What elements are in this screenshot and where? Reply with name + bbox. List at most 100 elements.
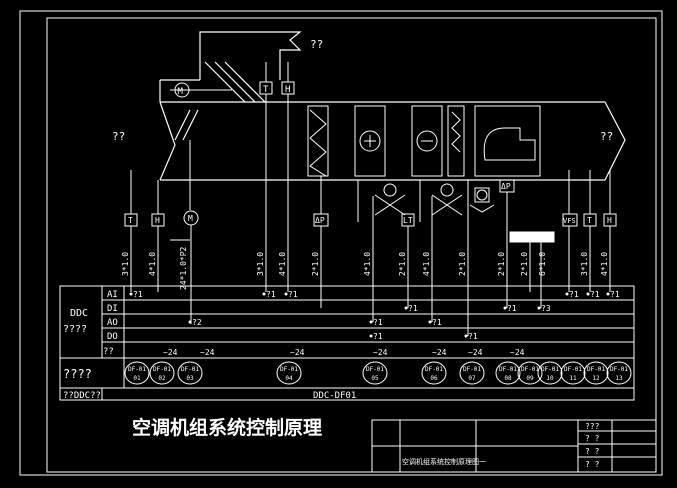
module-row: DF-0101DF-0102DF-0103DF-0104DF-0105DF-01… bbox=[124, 361, 632, 385]
device-h3: H bbox=[607, 216, 612, 225]
module-label: DF-01 bbox=[564, 366, 582, 373]
module-ellipse bbox=[517, 361, 543, 385]
module-number: 03 bbox=[186, 375, 194, 382]
humidifier bbox=[447, 105, 465, 177]
damper-actuator: M T H bbox=[170, 62, 295, 98]
title-cell: ??? bbox=[585, 422, 600, 431]
pwr-mark: ~24 bbox=[290, 348, 305, 357]
wire-label: 3*1.0 bbox=[256, 252, 265, 276]
svg-text:T: T bbox=[263, 85, 269, 95]
module-number: 05 bbox=[371, 375, 379, 382]
wire-label: 2*1.0 bbox=[497, 252, 506, 276]
wire-label: 4*1.0 bbox=[363, 252, 372, 276]
module-ellipse bbox=[276, 361, 302, 385]
row-label-di: DI bbox=[107, 304, 118, 314]
row-label-ao: AO bbox=[107, 318, 118, 328]
ai-mark: ?1 bbox=[610, 290, 620, 299]
wire-labels: 3*1.0 4*1.0 24*1.0*P2 3*1.0 4*1.0 2*1.0 … bbox=[121, 246, 609, 290]
pwr-mark: ~24 bbox=[432, 348, 447, 357]
title-cell: ? ? bbox=[585, 447, 600, 456]
pwr-mark: ~24 bbox=[200, 348, 215, 357]
module-label: DF-01 bbox=[499, 366, 517, 373]
di-mark: ?3 bbox=[541, 304, 551, 313]
di-mark: ?1 bbox=[507, 304, 517, 313]
pwr-mark: ~24 bbox=[373, 348, 388, 357]
cables bbox=[130, 94, 611, 336]
drawing-title: 空调机组系统控制原理 bbox=[132, 416, 322, 439]
module-number: 10 bbox=[546, 375, 554, 382]
module-number: 09 bbox=[526, 375, 534, 382]
heating-coil bbox=[354, 105, 386, 177]
module-ellipse bbox=[537, 361, 563, 385]
module-ellipse bbox=[421, 361, 447, 385]
module-number: 04 bbox=[285, 375, 293, 382]
device-dp2: ΔP bbox=[501, 182, 511, 191]
controller-label: ??DDC?? bbox=[63, 391, 101, 401]
field-devices bbox=[124, 140, 617, 243]
module-ellipse bbox=[124, 361, 150, 385]
row-label-ai: AI bbox=[107, 290, 118, 300]
module-ellipse bbox=[606, 361, 632, 385]
module-ellipse bbox=[177, 361, 203, 385]
module-number: 11 bbox=[569, 375, 577, 382]
module-ellipse bbox=[459, 361, 485, 385]
do-mark: ?1 bbox=[468, 332, 478, 341]
wire-label: 4*1.0 bbox=[278, 252, 287, 276]
return-duct bbox=[159, 31, 626, 181]
module-ellipse bbox=[362, 361, 388, 385]
outer-frame bbox=[19, 10, 663, 476]
wire-label: 4*1.0 bbox=[422, 252, 431, 276]
module-label: DF-01 bbox=[181, 366, 199, 373]
module-label: DF-01 bbox=[153, 366, 171, 373]
pwr-mark: ~24 bbox=[510, 348, 525, 357]
device-labels: T H M ΔP LT ΔP VFS T H bbox=[128, 182, 612, 225]
ddc-label-2: ???? bbox=[63, 324, 87, 335]
wire-label: 4*1.0 bbox=[600, 252, 609, 276]
device-lt: LT bbox=[403, 216, 413, 225]
device-dp1: ΔP bbox=[315, 216, 325, 225]
valves bbox=[357, 180, 495, 222]
device-t1: T bbox=[128, 216, 133, 225]
wire-label: 4*1.0 bbox=[148, 252, 157, 276]
row-label-pwr: ?? bbox=[103, 347, 114, 357]
inner-frame bbox=[46, 17, 657, 473]
cooling-coil bbox=[411, 105, 443, 177]
filter-section bbox=[307, 105, 329, 177]
module-label: DF-01 bbox=[128, 366, 146, 373]
module-label: DF-01 bbox=[425, 366, 443, 373]
label-top: ?? bbox=[310, 38, 323, 51]
pwr-mark: ~24 bbox=[163, 348, 178, 357]
di-mark: ?1 bbox=[408, 304, 418, 313]
module-ellipse bbox=[583, 361, 609, 385]
module-number: 08 bbox=[504, 375, 512, 382]
title-block bbox=[371, 419, 657, 473]
device-vfs: VFS bbox=[563, 217, 576, 225]
svg-text:H: H bbox=[285, 85, 290, 95]
label-left: ?? bbox=[112, 130, 125, 143]
wire-label: 2*1.0 bbox=[311, 252, 320, 276]
module-ellipse bbox=[560, 361, 586, 385]
module-number: 07 bbox=[468, 375, 476, 382]
module-label: DF-01 bbox=[280, 366, 298, 373]
device-m1: M bbox=[188, 214, 193, 223]
row-marks: ?1 ?1 ?1 ?1 ?1 ?1 ?1 ?1 ?3 ?2 ?1 ?1 ?1 ?… bbox=[133, 290, 620, 357]
title-block-name: 空调机组系统控制原理图一 bbox=[402, 457, 486, 466]
ai-mark: ?1 bbox=[288, 290, 298, 299]
module-label: DF-01 bbox=[610, 366, 628, 373]
pwr-mark: ~24 bbox=[468, 348, 483, 357]
controller-name: DDC-DF01 bbox=[313, 391, 356, 401]
row-label-do: DO bbox=[107, 332, 118, 342]
module-number: 12 bbox=[592, 375, 600, 382]
wire-label: 2*1.0 bbox=[398, 252, 407, 276]
module-number: 02 bbox=[158, 375, 166, 382]
wire-label: 6*1.0 bbox=[538, 252, 547, 276]
module-ellipse bbox=[149, 361, 175, 385]
ao-mark: ?1 bbox=[373, 318, 383, 327]
ddc-label-1: DDC bbox=[70, 308, 88, 319]
device-h1: H bbox=[155, 216, 160, 225]
svg-text:M: M bbox=[178, 87, 184, 97]
ai-mark: ?1 bbox=[569, 290, 579, 299]
ao-mark: ?2 bbox=[192, 318, 202, 327]
ai-mark: ?1 bbox=[133, 290, 143, 299]
